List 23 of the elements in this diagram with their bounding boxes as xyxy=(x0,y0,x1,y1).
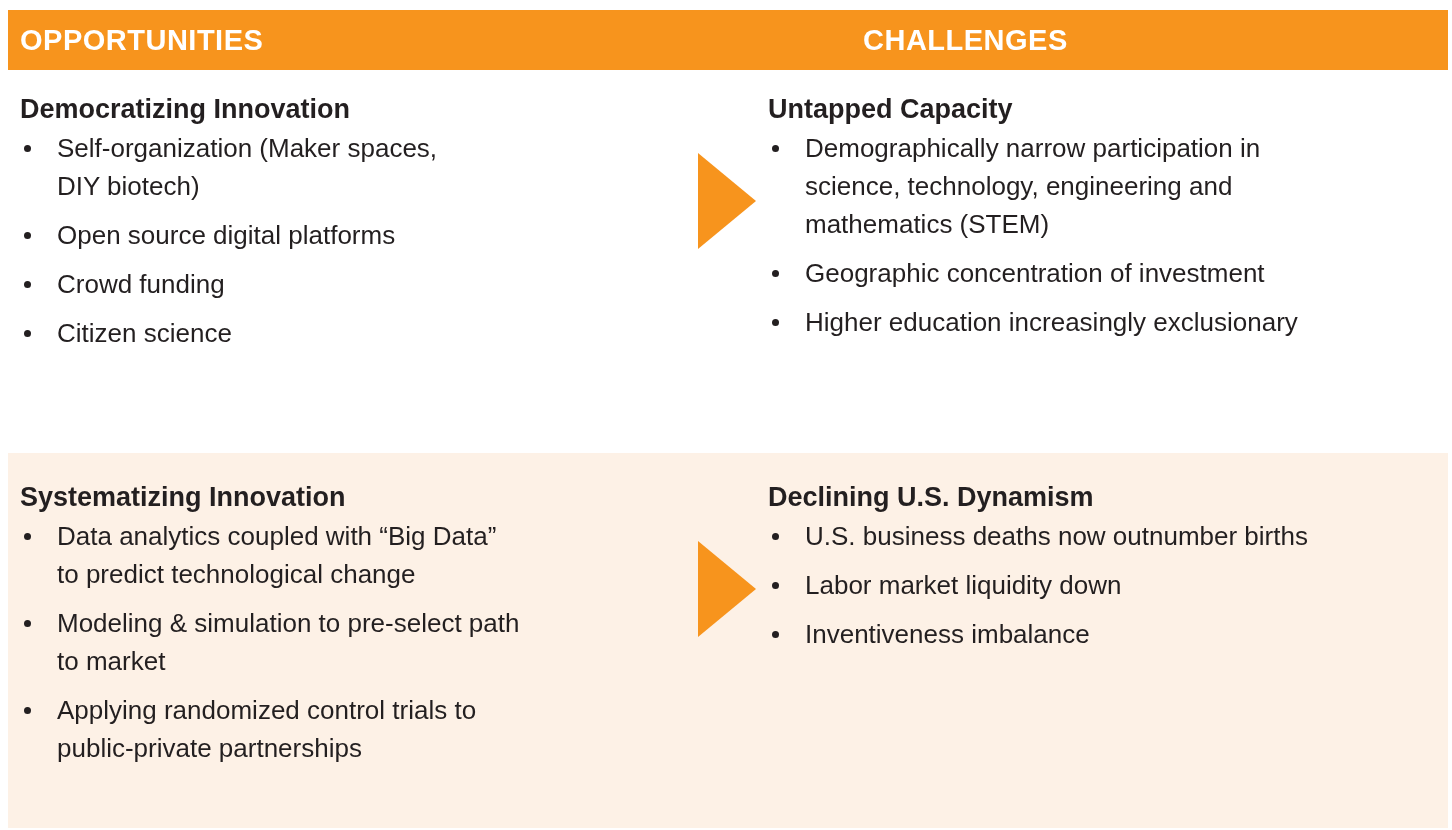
bullet-item: Inventiveness imbalance xyxy=(768,615,1308,653)
section-heading: Declining U.S. Dynamism xyxy=(768,481,1094,514)
bullet-item: Applying randomized control trials to public-private partnerships xyxy=(20,691,520,767)
arrow xyxy=(698,541,756,637)
section-heading: Systematizing Innovation xyxy=(20,481,346,514)
bullet-item: Citizen science xyxy=(20,314,460,352)
bullet-item: Data analytics coupled with “Big Data” to predict technological change xyxy=(20,517,520,593)
bullet-item: Modeling & simulation to pre-select path to market xyxy=(20,604,520,680)
header-band xyxy=(8,10,1448,70)
panel-background xyxy=(8,453,1448,828)
bullet-item: Higher education increasingly exclusionary xyxy=(768,303,1328,341)
bullet-item: Crowd funding xyxy=(20,265,460,303)
bullet-item: U.S. business deaths now outnumber births xyxy=(768,517,1308,555)
section-heading: Democratizing Innovation xyxy=(20,93,351,126)
bullet-item: Geographic concentration of investment xyxy=(768,254,1328,292)
arrow xyxy=(698,153,756,249)
section-heading: Untapped Capacity xyxy=(768,93,1013,126)
bullet-item: Open source digital platforms xyxy=(20,216,460,254)
bullet-item: Self-organization (Maker spaces, DIY biotech) xyxy=(20,129,460,205)
bullet-item: Labor market liquidity down xyxy=(768,566,1308,604)
bullet-item: Demographically narrow participation in science, technology, engineering and mathematics (STEM) xyxy=(768,129,1328,243)
column-heading: OPPORTUNITIES xyxy=(20,24,264,57)
column-heading: CHALLENGES xyxy=(863,24,1068,57)
